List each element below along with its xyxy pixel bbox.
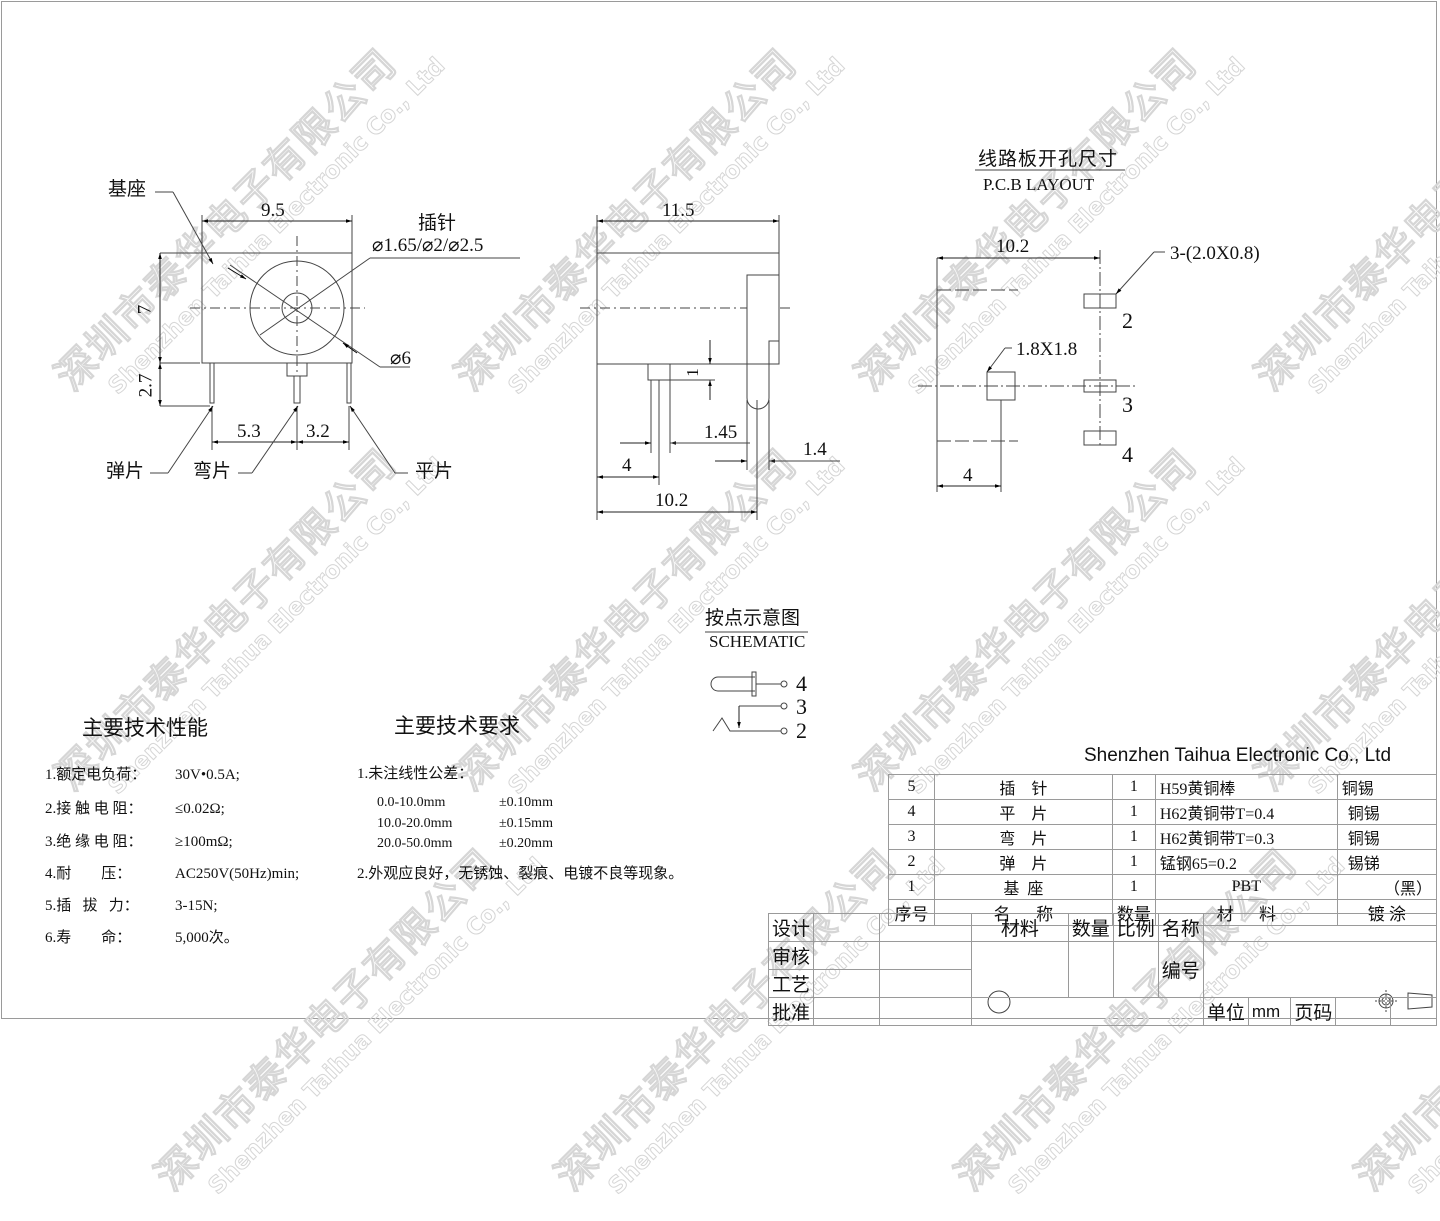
pcb-dim-offset: 4: [963, 465, 973, 486]
page-field[interactable]: [1335, 997, 1392, 1026]
schematic-title-en: SCHEMATIC: [709, 632, 806, 651]
technical-drawing: [150, 169, 1433, 1014]
label-flat: 平片: [415, 461, 454, 482]
dim-left-spacing: 5.3: [237, 421, 261, 442]
table-row: 1 基 座 1 PBT （黑）: [888, 874, 1438, 900]
requirements-title: 主要技术要求: [394, 714, 520, 738]
tolerance-row: 10.0-20.0mm±0.15mm: [377, 816, 553, 831]
approve-label: 批准: [767, 997, 815, 1026]
dim-step: 1: [682, 368, 702, 377]
unit-label: 单位: [1202, 997, 1249, 1026]
review-label: 审核: [767, 941, 815, 970]
tolerance-row: 0.0-10.0mm±0.10mm: [377, 795, 553, 810]
dim-width: 9.5: [261, 200, 285, 221]
dim-front: 4: [622, 455, 632, 476]
requirement-item: 1.未注线性公差：: [357, 766, 474, 782]
outer-diameter: ⌀6: [390, 348, 411, 369]
label-bent: 弯片: [193, 461, 232, 482]
dim-right-spacing: 3.2: [306, 421, 330, 442]
schematic-title-cn: 按点示意图: [705, 608, 801, 629]
table-row: 5 插 针 1 H59黄铜棒 铜锡: [888, 774, 1438, 800]
table-row: 2 弹 片 1 锰钢65=0.2 锡锑: [888, 849, 1438, 875]
company-name: Shenzhen Taihua Electronic Co., Ltd: [1084, 745, 1392, 766]
table-row: 4 平 片 1 H62黄铜带T=0.4 铜锡: [888, 799, 1438, 825]
title-block: 设计 材料 数量 比例 名称 审核 编号 工艺 批准 单位 mm 页码: [767, 913, 1438, 1026]
pcb-layout: [918, 169, 1165, 492]
pcb-dim-span: 10.2: [996, 236, 1030, 257]
page-label: 页码: [1290, 997, 1337, 1026]
tolerance-row: 20.0-50.0mm±0.20mm: [377, 836, 553, 851]
pcb-title-cn: 线路板开孔尺寸: [978, 149, 1119, 170]
process-label: 工艺: [767, 969, 815, 998]
number-label: 编号: [1157, 941, 1204, 998]
front-view: [150, 191, 520, 474]
pcb-pin-label: 3: [1122, 392, 1133, 417]
dim-total: 10.2: [655, 490, 689, 511]
dim-height: 7: [134, 304, 156, 315]
projection-symbol: [1390, 997, 1437, 1026]
dim-pin-width: 1.45: [704, 422, 738, 443]
spec-item: 5.插 拔 力：3-15N;: [45, 898, 218, 914]
drawing-frame: [1, 1, 1437, 1019]
table-row: 3 弯 片 1 H62黄铜带T=0.3 铜锡: [888, 824, 1438, 850]
requirement-item: 2.外观应良好，无锈蚀、裂痕、电镀不良等现象。: [357, 866, 684, 882]
material-label: 材料: [971, 913, 1069, 942]
bom-table: 5 插 针 1 H59黄铜棒 铜锡 4 平 片 1 H62黄铜带T=0.4 铜锡…: [888, 774, 1438, 926]
dim-leg: 2.7: [135, 373, 157, 398]
unit-value: mm: [1247, 997, 1292, 1026]
spec-item: 6.寿 命：5,000次。: [45, 930, 239, 946]
schematic-pin-label: 3: [796, 694, 807, 719]
scale-label: 比例: [1112, 913, 1159, 942]
spec-item: 2.接 触 电 阻：≤0.02Ω;: [45, 801, 225, 817]
schematic-pin-label: 4: [796, 671, 807, 696]
design-label: 设计: [767, 913, 815, 942]
pin-diameters: ⌀1.65/⌀2/⌀2.5: [372, 235, 484, 256]
dim-tab: 1.4: [803, 439, 827, 460]
spec-item: 1.额定电负荷：30V•0.5A;: [45, 767, 240, 783]
spec-item: 3.绝 缘 电 阻：≥100mΩ;: [45, 834, 233, 850]
side-view: [580, 215, 840, 520]
name-field[interactable]: [1202, 913, 1438, 942]
dim-length: 11.5: [662, 200, 695, 221]
specs-title: 主要技术性能: [82, 716, 208, 740]
schematic-diagram: [705, 631, 808, 735]
pcb-pin-label: 2: [1122, 308, 1133, 333]
label-spring: 弹片: [106, 461, 145, 482]
quantity-label: 数量: [1067, 913, 1114, 942]
pcb-square-note: 1.8X1.8: [1016, 339, 1078, 360]
number-field[interactable]: [1202, 941, 1438, 998]
label-base: 基座: [108, 179, 147, 200]
name-label: 名称: [1157, 913, 1204, 942]
label-pin: 插针: [418, 213, 457, 234]
spec-item: 4.耐 压：AC250V(50Hz)min;: [45, 866, 300, 882]
schematic-pin-label: 2: [796, 718, 807, 743]
pcb-title-en: P.C.B LAYOUT: [983, 175, 1095, 194]
pcb-slot-note: 3-(2.0X0.8): [1170, 243, 1260, 264]
pcb-pin-label: 4: [1122, 442, 1133, 467]
